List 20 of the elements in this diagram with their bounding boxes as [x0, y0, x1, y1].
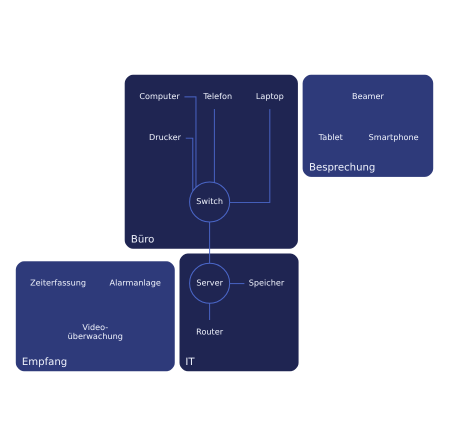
node-circle: Switch	[189, 180, 230, 222]
node-text: Video- überwachung	[68, 322, 123, 340]
connector	[229, 282, 245, 284]
connector	[185, 137, 194, 192]
node-text: Drucker	[149, 132, 181, 142]
node-text: Laptop	[256, 90, 284, 100]
node-text: Beamer	[352, 90, 384, 100]
connector	[209, 221, 210, 264]
node-text: Smartphone	[368, 132, 419, 142]
node-text: Telefon	[203, 90, 232, 100]
node-text: Tablet	[318, 132, 343, 142]
node-text: Router	[196, 326, 224, 336]
node-circle: Server	[189, 262, 230, 304]
connector	[209, 302, 210, 320]
node-text: Speicher	[248, 276, 284, 287]
connector	[214, 108, 215, 182]
node-text: Zeiterfassung	[30, 276, 86, 287]
connector	[229, 108, 270, 202]
node-text: Computer	[139, 90, 180, 100]
node-text: Alarmanlage	[110, 276, 161, 287]
